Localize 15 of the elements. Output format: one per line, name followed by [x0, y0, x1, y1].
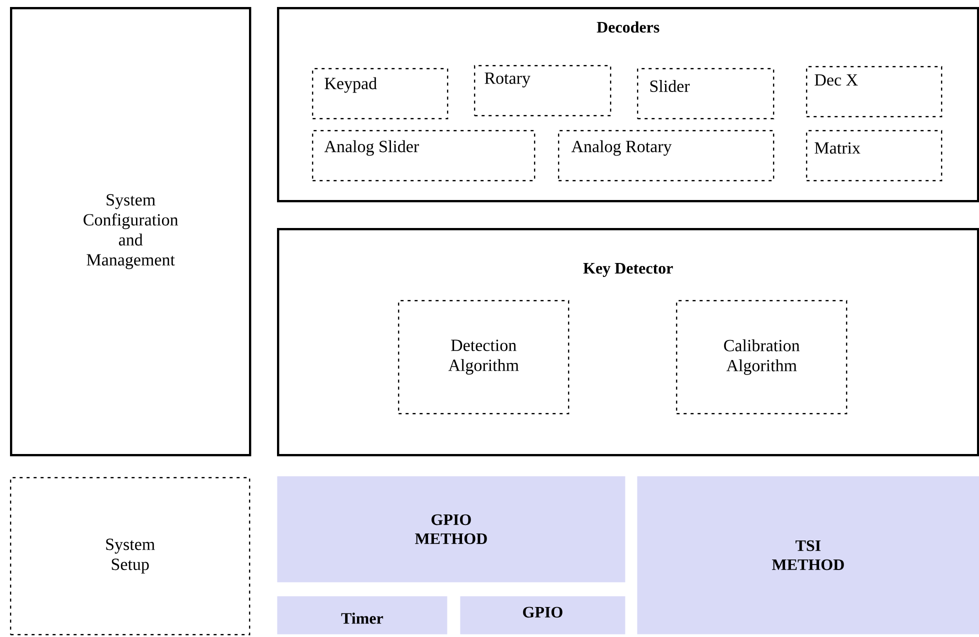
module-box: Analog Slider: [312, 130, 536, 182]
module-box: Keypad: [312, 68, 448, 120]
method-box: TSI METHOD: [637, 476, 979, 634]
method-box: GPIO METHOD: [277, 476, 626, 582]
module-box: Detection Algorithm: [398, 300, 570, 414]
module-box: Calibration Algorithm: [676, 300, 848, 414]
method-box: Timer: [277, 596, 448, 634]
layer-box: System Configuration and Management: [10, 7, 252, 456]
module-box: Matrix: [806, 130, 942, 182]
module-box: Analog Rotary: [558, 130, 774, 182]
module-box: Slider: [637, 68, 774, 120]
module-box: Dec X: [806, 66, 942, 118]
module-box: Rotary: [474, 65, 612, 116]
module-box: System Setup: [10, 477, 250, 636]
method-box: GPIO: [460, 596, 626, 634]
